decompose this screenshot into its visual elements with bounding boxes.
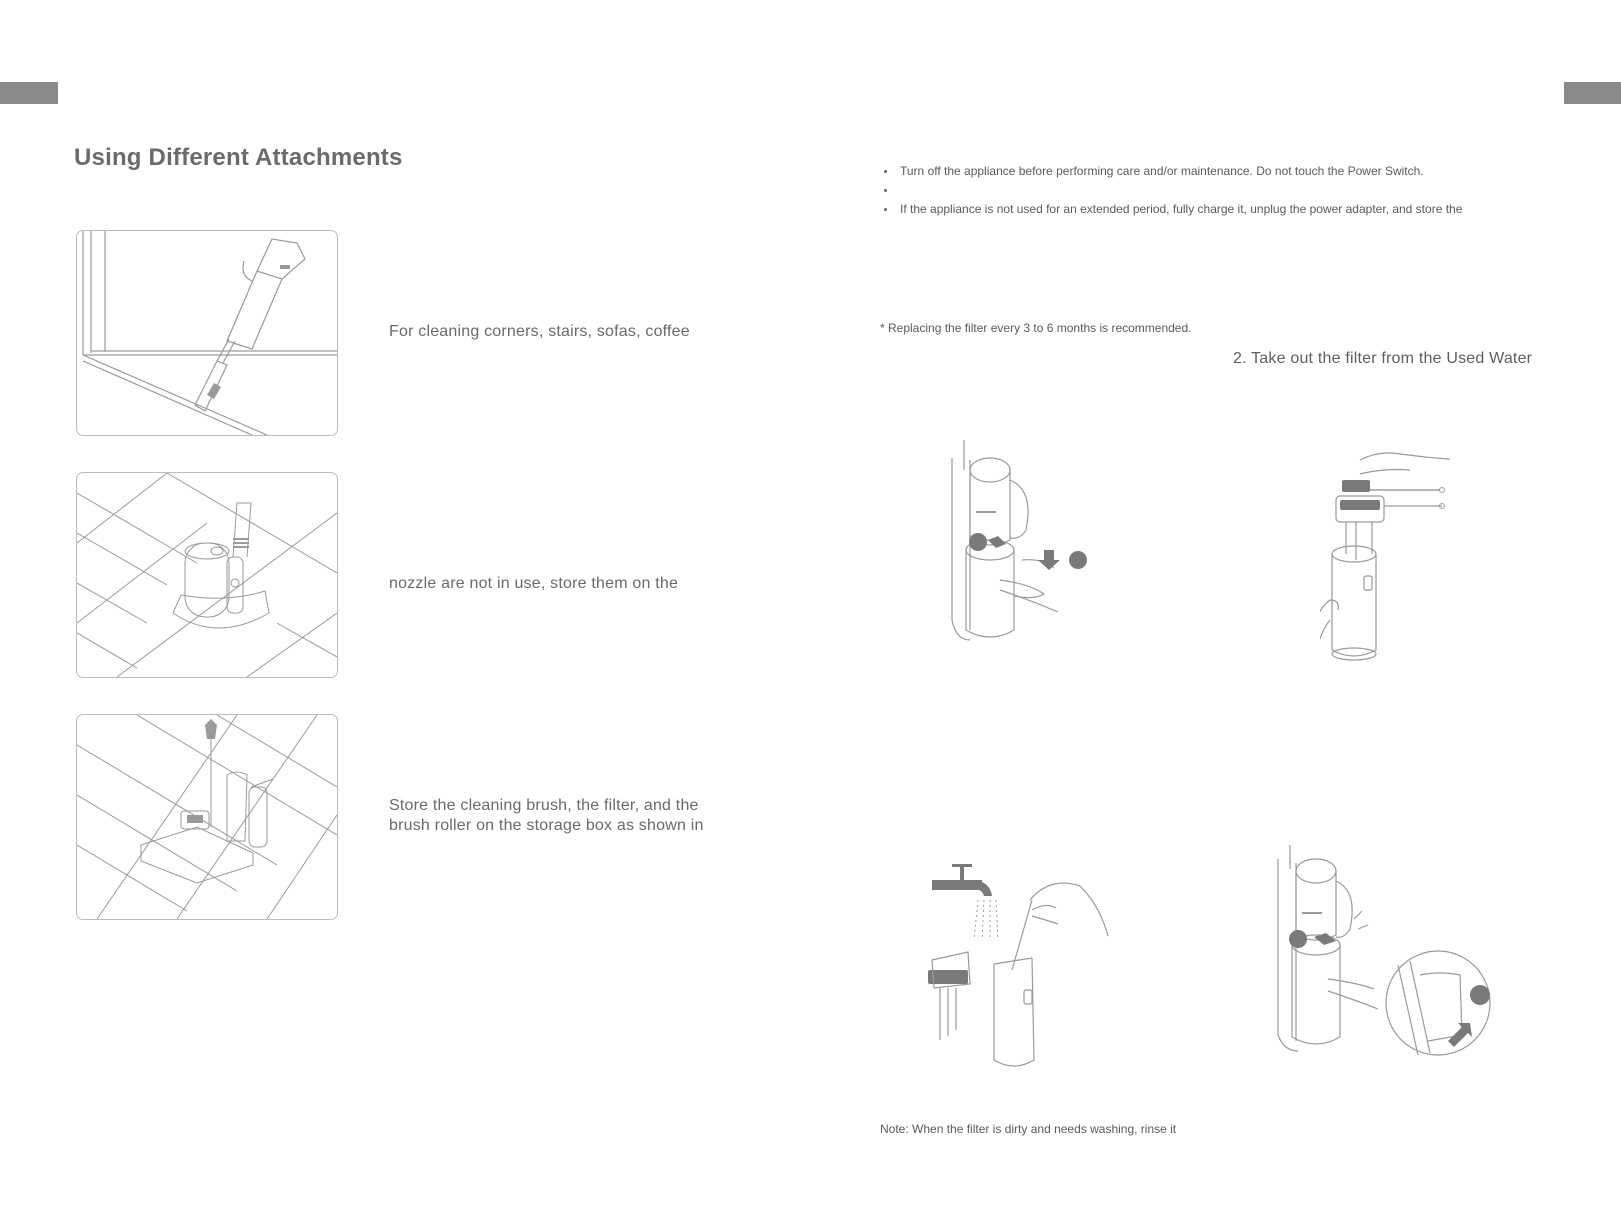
charging-base-icon: [77, 473, 337, 677]
attachment-illustration-storage: [76, 714, 338, 920]
bullet-item: If the appliance is not used for an exte…: [880, 200, 1462, 219]
reinstall-tank-illustration: [1258, 845, 1508, 1065]
filter-replace-note: * Replacing the filter every 3 to 6 mont…: [880, 321, 1192, 335]
handheld-vacuum-crevice-icon: [82, 231, 337, 435]
rinse-filter-illustration: [920, 860, 1120, 1070]
remove-water-tank-illustration: [930, 440, 1090, 660]
rinse-filter-icon: [928, 864, 1109, 1067]
attachment-desc-crevice: For cleaning corners, stairs, sofas, cof…: [389, 323, 690, 340]
attachment-desc-base: nozzle are not in use, store them on the: [389, 575, 679, 592]
page-tab-right: [1564, 82, 1621, 104]
filter-wash-note: Note: When the filter is dirty and needs…: [880, 1122, 1177, 1136]
storage-box-icon: [77, 715, 337, 919]
page-title: Using Different Attachments: [74, 144, 403, 171]
attachment-illustration-crevice: [76, 230, 338, 436]
reinstall-tank-icon: [1277, 845, 1491, 1056]
pull-filter-icon: [1320, 452, 1450, 661]
bullet-item: [880, 181, 1462, 200]
attachment-illustration-base: [76, 472, 338, 678]
bullet-item: Turn off the appliance before performing…: [880, 162, 1462, 181]
attachment-desc-storage: Store the cleaning brush, the filter, an…: [389, 797, 704, 834]
maintenance-bullets: Turn off the appliance before performing…: [880, 162, 1462, 219]
step-2-label: 2. Take out the filter from the Used Wat…: [1233, 350, 1533, 367]
page-tab-left: [0, 82, 58, 104]
pull-filter-illustration: [1320, 450, 1450, 680]
remove-water-tank-icon: [951, 440, 1087, 641]
